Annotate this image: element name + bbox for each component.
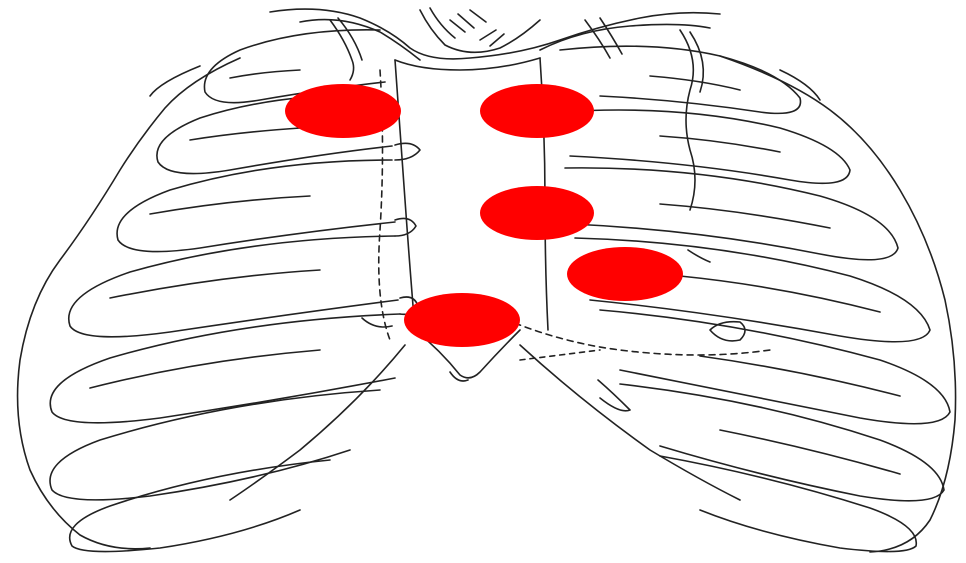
marker-cardiac-apex: [567, 247, 683, 301]
marker-upper-left-sternal-border: [480, 84, 594, 138]
costal-margin: [230, 345, 740, 500]
marker-lower-left-sternal-border: [480, 186, 594, 240]
marker-upper-right-sternal-border: [285, 84, 401, 138]
marker-xiphoid: [404, 293, 520, 347]
